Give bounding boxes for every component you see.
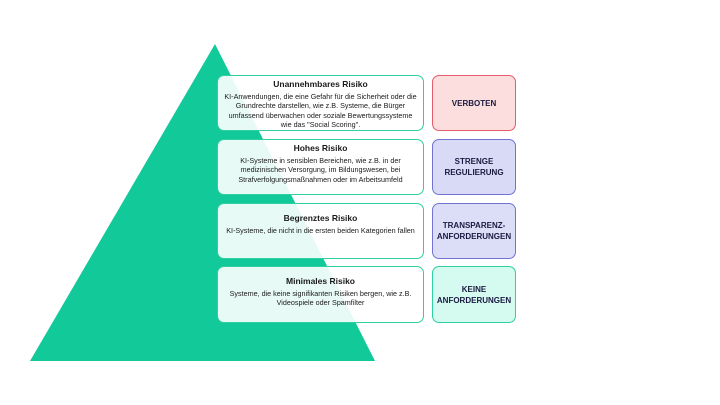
level-description: KI-Anwendungen, die eine Gefahr für die …	[224, 92, 417, 129]
level-description: KI-Systeme in sensiblen Bereichen, wie z…	[238, 156, 403, 184]
level-title: Hohes Risiko	[293, 143, 348, 153]
level-box-limited-risk: Begrenztes Risiko KI-Systeme, die nicht …	[217, 203, 424, 259]
tag-no-requirements: KEINE ANFORDERUNGEN	[432, 266, 516, 323]
level-box-unacceptable-risk: Unannehmbares Risiko KI-Anwendungen, die…	[217, 75, 424, 131]
tag-label: STRENGE REGULIERUNG	[444, 157, 504, 177]
tag-label: KEINE ANFORDERUNGEN	[436, 284, 512, 305]
level-box-minimal-risk: Minimales Risiko Systeme, die keine sign…	[217, 266, 424, 323]
level-box-high-risk: Hohes Risiko KI-Systeme in sensiblen Ber…	[217, 139, 424, 195]
tag-transparency-requirements: TRANSPARENZ-ANFORDERUNGEN	[432, 203, 516, 259]
tag-strict-regulation: STRENGE REGULIERUNG	[432, 139, 516, 195]
level-title: Begrenztes Risiko	[283, 213, 358, 223]
tag-label: VERBOTEN	[451, 98, 497, 108]
level-title: Minimales Risiko	[286, 276, 355, 286]
tag-prohibited: VERBOTEN	[432, 75, 516, 131]
level-title: Unannehmbares Risiko	[273, 79, 368, 89]
level-description: Systeme, die keine signifikanten Risiken…	[229, 289, 412, 308]
level-description: KI-Systeme, die nicht in die ersten beid…	[226, 226, 415, 235]
tag-label: TRANSPARENZ-ANFORDERUNGEN	[436, 221, 512, 241]
